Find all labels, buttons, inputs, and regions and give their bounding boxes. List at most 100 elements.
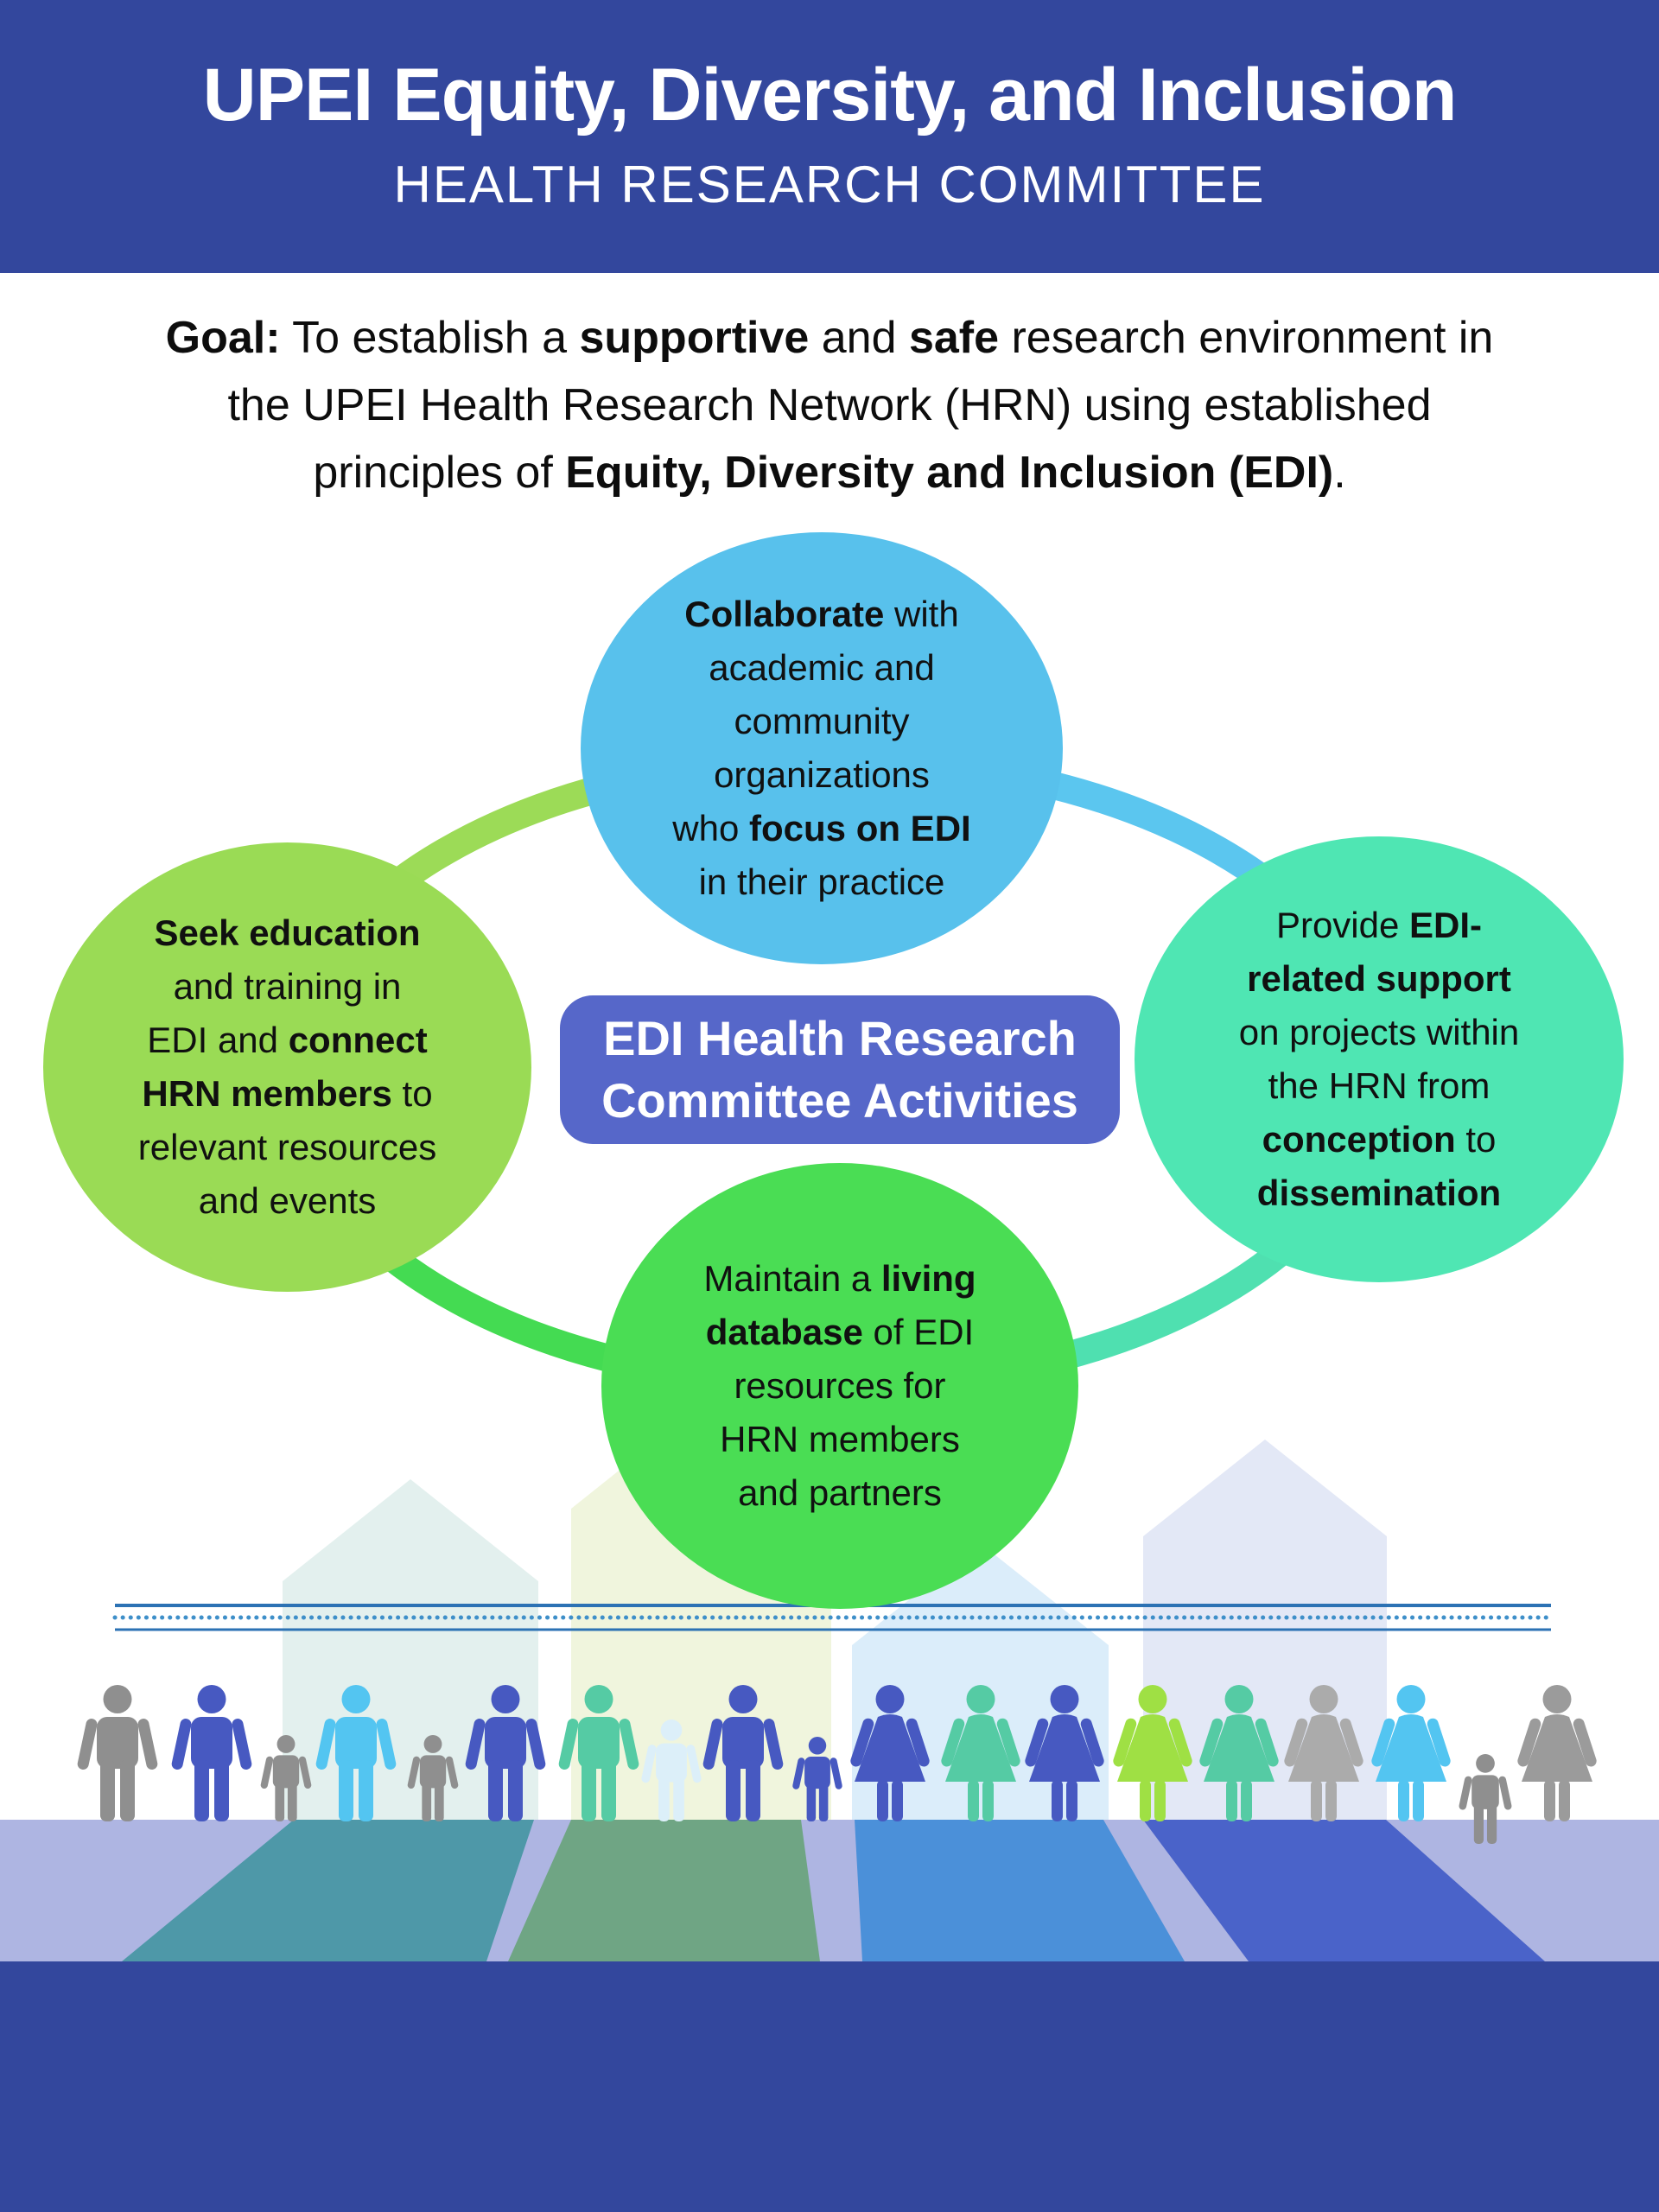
person-figure [260,1735,312,1821]
person-leg [1066,1780,1077,1821]
text-line: principles of Equity, Diversity and Incl… [0,439,1659,506]
person-torso [272,1755,300,1789]
person-torso [191,1717,232,1769]
person-leg [434,1783,444,1821]
plain-text: Maintain a [703,1258,881,1299]
poster-title: UPEI Equity, Diversity, and Inclusion [202,54,1458,137]
person-arm [1168,1718,1192,1767]
person-arm [137,1719,158,1770]
text-line: EDI and connect [138,1014,437,1067]
center-box-line1: EDI Health Research [603,1011,1077,1065]
plain-text: and partners [738,1472,942,1513]
person-head [1542,1685,1572,1713]
plain-text: community [734,701,910,741]
person-figure [1459,1754,1512,1844]
person-figure [702,1685,784,1821]
plain-text: of EDI [862,1312,975,1352]
plain-text: in their practice [698,861,945,902]
road-shape [1143,1820,1545,1961]
person-figure [1371,1685,1451,1821]
person-arm [702,1719,723,1770]
person-leg [968,1780,979,1821]
person-leg [1473,1803,1484,1844]
person-leg [746,1760,760,1821]
person-arm [1339,1718,1363,1767]
person-figure [1284,1685,1363,1821]
person-arm [1113,1718,1137,1767]
person-head [1138,1685,1167,1713]
plain-text: Provide [1275,905,1410,945]
person-leg [1398,1780,1409,1821]
person-torso [485,1717,526,1769]
plain-text: who [672,808,750,849]
center-box-line2: Committee Activities [601,1073,1078,1128]
person-leg [1154,1780,1166,1821]
plain-text: principles of [313,448,566,498]
bold-text: Equity, Diversity and Inclusion (EDI) [565,448,1334,498]
road-shape [122,1820,534,1961]
person-leg [339,1760,353,1821]
road-shape [508,1820,820,1961]
text-line: Seek education [138,906,437,960]
text-line: in their practice [672,855,970,909]
person-arm [445,1756,459,1789]
person-leg [582,1760,596,1821]
text-line: dissemination [1239,1166,1520,1220]
plain-text: EDI and [147,1020,289,1060]
person-leg [818,1783,829,1821]
person-head [1224,1685,1254,1713]
person-torso [578,1717,620,1769]
person-arm [619,1719,639,1770]
text-line: and events [138,1174,437,1228]
person-arm [232,1719,252,1770]
plain-text: HRN members [720,1419,960,1459]
person-head [276,1735,296,1753]
person-leg [1486,1803,1497,1844]
person-torso [804,1756,830,1789]
text-line: and training in [138,960,437,1014]
people-row [77,1685,1597,1844]
plain-text: and [809,313,909,363]
text-line: database of EDI [703,1306,976,1359]
person-figure [315,1685,397,1821]
person-head [197,1685,226,1713]
person-leg [194,1760,209,1821]
person-head [660,1719,683,1741]
person-arm [1498,1776,1512,1810]
person-arm [1573,1718,1597,1767]
person-arm [1080,1718,1104,1767]
person-leg [1325,1780,1337,1821]
person-leg [214,1760,229,1821]
footer-banner: UNIVERSITY of Prince Edward ISLAND HEALT… [0,1961,1659,2212]
person-leg [359,1760,373,1821]
text-line: organizations [672,748,970,802]
person-arm [763,1719,784,1770]
goal-text: Goal: To establish a supportive and safe… [0,304,1659,506]
person-leg [120,1760,135,1821]
person-leg [806,1783,817,1821]
person-arm [906,1718,930,1767]
person-leg [1311,1780,1322,1821]
plain-text: To establish a [280,313,580,363]
person-head [584,1685,613,1713]
text-line: the UPEI Health Research Network (HRN) u… [0,372,1659,439]
person-figure [1113,1685,1192,1821]
plain-text: academic and [709,647,935,688]
person-leg [1413,1780,1424,1821]
person-arm [792,1758,805,1789]
person-dress [1029,1714,1100,1782]
person-arm [525,1719,546,1770]
person-arm [686,1745,702,1783]
person-arm [465,1719,486,1770]
person-figure [77,1685,158,1821]
person-leg [275,1783,285,1821]
header-banner: UPEI Equity, Diversity, and Inclusion HE… [0,0,1659,273]
person-leg [673,1775,684,1821]
bold-text: connect [288,1020,428,1060]
person-leg [877,1780,888,1821]
person-figure [465,1685,546,1821]
